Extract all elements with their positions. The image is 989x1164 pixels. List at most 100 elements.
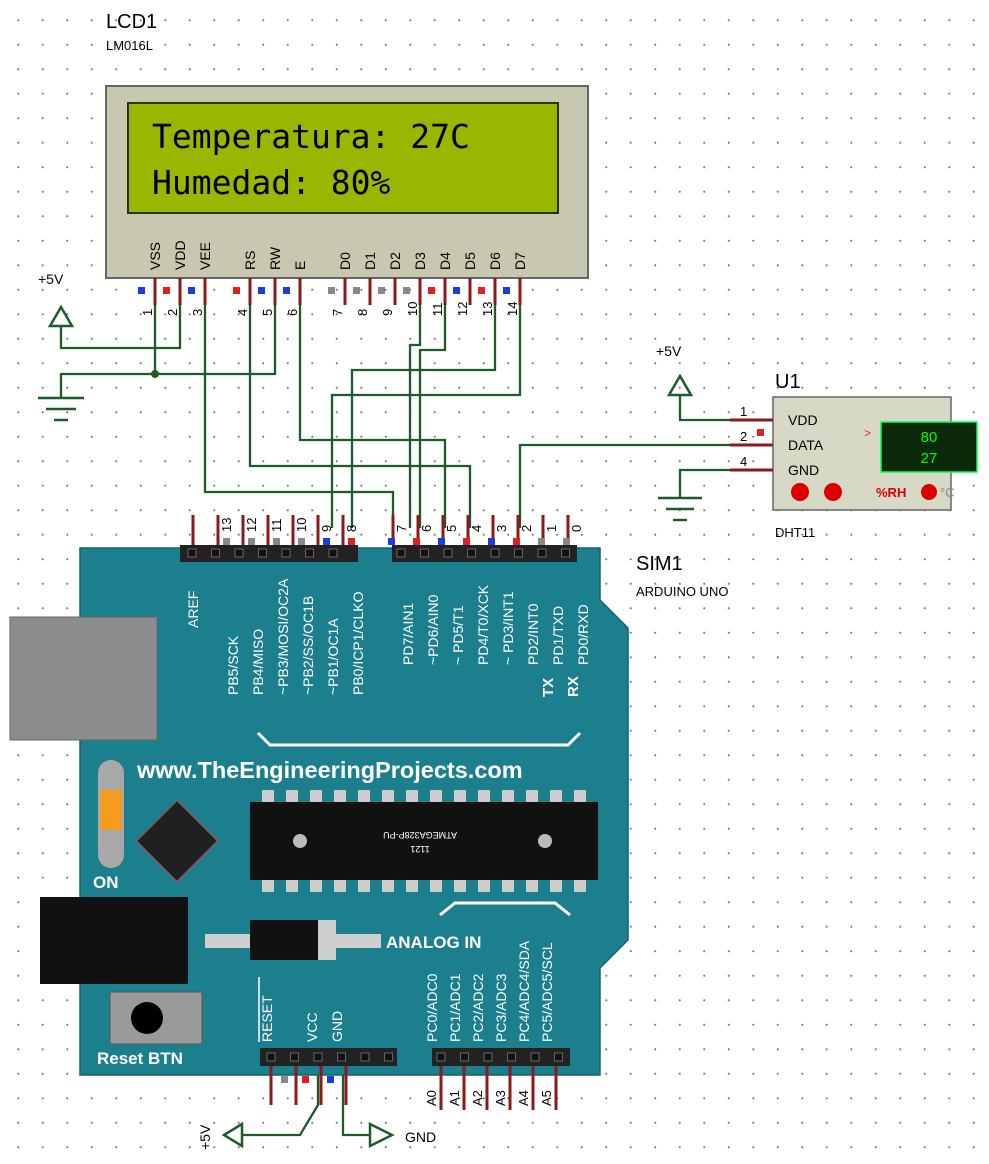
board-pin-number: 3 bbox=[494, 525, 509, 532]
board-pin-label: ~PB1/OC1A bbox=[325, 618, 341, 695]
gnd-symbol-lcd bbox=[38, 396, 84, 422]
atmega-chip: ATMEGA328P-PU 1121 bbox=[250, 790, 598, 892]
pin-state-indicator bbox=[757, 429, 764, 436]
sensor-pin-number: 1 bbox=[740, 404, 747, 419]
reset-btn-label: Reset BTN bbox=[97, 1049, 183, 1068]
vcc-label-lcd: +5V bbox=[38, 271, 64, 287]
board-pin-label: ~ PD5/T1 bbox=[450, 605, 466, 665]
lcd-pin-number: 8 bbox=[355, 309, 370, 316]
pin-state-indicator bbox=[403, 287, 410, 294]
analog-pin-number: A5 bbox=[539, 1090, 554, 1106]
board-pin-number: 2 bbox=[519, 525, 534, 532]
pin-state-indicator bbox=[138, 287, 145, 294]
board-pin-number: 7 bbox=[394, 525, 409, 532]
lcd-pin-name: D3 bbox=[412, 252, 428, 270]
unit-c: °C bbox=[940, 485, 955, 500]
pin-state-indicator bbox=[388, 538, 395, 545]
sensor-pin-number: 2 bbox=[740, 429, 747, 444]
vcc-symbol-dht bbox=[666, 373, 694, 397]
lcd-pin-name: D7 bbox=[512, 252, 528, 270]
gnd-symbol-dht bbox=[658, 496, 702, 522]
on-label: ON bbox=[93, 873, 119, 892]
board-pin-label: PC2/ADC2 bbox=[470, 973, 486, 1042]
analog-pin-number: A1 bbox=[447, 1090, 462, 1106]
analog-header bbox=[432, 1048, 570, 1066]
pin-state-indicator bbox=[563, 538, 570, 545]
lcd-pin-number: 3 bbox=[190, 309, 205, 316]
lcd-model: LM016L bbox=[106, 38, 153, 53]
analog-pin-number: A4 bbox=[516, 1090, 531, 1106]
sensor-down-button[interactable] bbox=[791, 483, 809, 501]
lcd-pin-number: 10 bbox=[405, 302, 420, 316]
lcd-pin-number: 5 bbox=[260, 309, 275, 316]
board-pin-label: PC1/ADC1 bbox=[447, 973, 463, 1042]
board-pin-number: 10 bbox=[294, 518, 309, 532]
vcc-symbol-board bbox=[221, 1121, 244, 1149]
lcd-pin-number: 13 bbox=[480, 302, 495, 316]
arduino-ref: SIM1 bbox=[636, 553, 683, 575]
board-pin-number: 1 bbox=[544, 525, 559, 532]
lcd-pin-name: D6 bbox=[487, 252, 503, 270]
board-pin-number: 6 bbox=[419, 525, 434, 532]
pin-state-indicator bbox=[298, 538, 305, 545]
pin-state-indicator bbox=[538, 538, 545, 545]
pin-state-indicator bbox=[283, 287, 290, 294]
lcd-pin-number: 1 bbox=[140, 309, 155, 316]
pin-state-indicator bbox=[353, 287, 360, 294]
pin-state-indicator bbox=[258, 287, 265, 294]
pin-state-indicator bbox=[248, 538, 255, 545]
analog-pin-number: A3 bbox=[493, 1090, 508, 1106]
pin-state-indicator bbox=[281, 1076, 288, 1083]
vcc-symbol-lcd bbox=[47, 304, 75, 328]
board-pin-label: ~PB3/MOSI/OC2A bbox=[275, 578, 291, 695]
board-pin-label: GND bbox=[329, 1011, 345, 1042]
aref-label: AREF bbox=[185, 591, 201, 628]
board-pin-label: ~PD6/AIN0 bbox=[425, 594, 441, 665]
board-pin-number: 8 bbox=[344, 525, 359, 532]
board-pin-label: PD1/TXD bbox=[550, 606, 566, 665]
lcd-pin-number: 12 bbox=[455, 302, 470, 316]
crystal-chip bbox=[134, 798, 220, 884]
sensor-up-button[interactable] bbox=[824, 483, 842, 501]
sensor-pin-number: 4 bbox=[740, 454, 747, 469]
vcc-label-dht: +5V bbox=[656, 343, 682, 359]
pin-state-indicator bbox=[163, 287, 170, 294]
chip-code: 1121 bbox=[410, 844, 429, 854]
board-pin-label: RESET bbox=[259, 995, 275, 1042]
pin-state-indicator bbox=[328, 287, 335, 294]
sensor-pin-name: GND bbox=[788, 462, 819, 478]
analog-pin-number: A0 bbox=[424, 1090, 439, 1106]
lcd-pin-number: 4 bbox=[235, 309, 250, 316]
arduino-board[interactable]: ATMEGA328P-PU 1121 www.TheEngineeringPro… bbox=[9, 547, 629, 1076]
board-pin-label: PB0/ICP1/CLKO bbox=[350, 591, 366, 695]
sensor-pin-name: DATA bbox=[788, 437, 824, 453]
analog-pin-number: A2 bbox=[470, 1090, 485, 1106]
pin-state-indicator bbox=[413, 538, 420, 545]
board-pin-number: 9 bbox=[319, 525, 334, 532]
lcd-pin-name: D4 bbox=[437, 252, 453, 270]
lcd-pin-name: D1 bbox=[362, 252, 378, 270]
sensor-pin-name: VDD bbox=[788, 412, 818, 428]
sensor-unit-toggle[interactable] bbox=[921, 484, 937, 500]
pin-state-indicator bbox=[453, 287, 460, 294]
gnd-symbol-board bbox=[368, 1121, 395, 1149]
pin-state-indicator bbox=[273, 538, 280, 545]
board-pin-number: 4 bbox=[469, 525, 484, 532]
lcd-pin-name: D0 bbox=[337, 252, 353, 270]
tx-label: TX bbox=[540, 678, 557, 697]
board-pin-label: PC4/ADC4/SDA bbox=[516, 940, 532, 1042]
lcd-pin-number: 6 bbox=[285, 309, 300, 316]
lcd-pin-name: D2 bbox=[387, 252, 403, 270]
sensor-model: DHT11 bbox=[775, 525, 815, 540]
lcd-pin-name: RS bbox=[242, 251, 258, 270]
lcd-pin-number: 14 bbox=[505, 302, 520, 316]
lcd-pin-name: VDD bbox=[172, 240, 188, 270]
lcd-line-1: Temperatura: 27C bbox=[152, 117, 470, 156]
rx-label: RX bbox=[565, 676, 582, 697]
lcd-screen bbox=[127, 102, 559, 214]
lcd-line-2: Humedad: 80% bbox=[152, 163, 391, 202]
pin-state-indicator bbox=[233, 287, 240, 294]
pin-state-indicator bbox=[323, 538, 330, 545]
